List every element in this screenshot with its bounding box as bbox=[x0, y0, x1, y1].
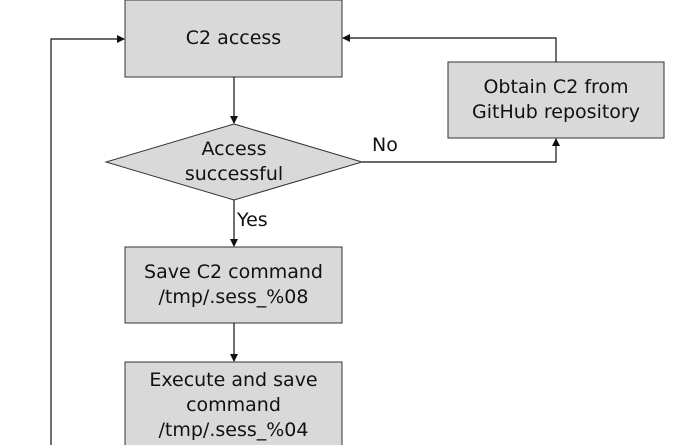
access-decision-diamond bbox=[104, 123, 364, 201]
arrow-decision-no-to-obtain bbox=[362, 138, 560, 163]
arrow-loop-back-to-c2 bbox=[50, 35, 125, 445]
edge-label-no: No bbox=[372, 134, 398, 156]
c2-access-box bbox=[124, 0, 343, 78]
edge-label-yes: Yes bbox=[237, 209, 268, 231]
arrow-obtain-to-c2 bbox=[342, 34, 557, 62]
obtain-c2-box bbox=[447, 61, 665, 139]
execute-save-box bbox=[124, 361, 343, 445]
save-command-box bbox=[124, 246, 343, 324]
